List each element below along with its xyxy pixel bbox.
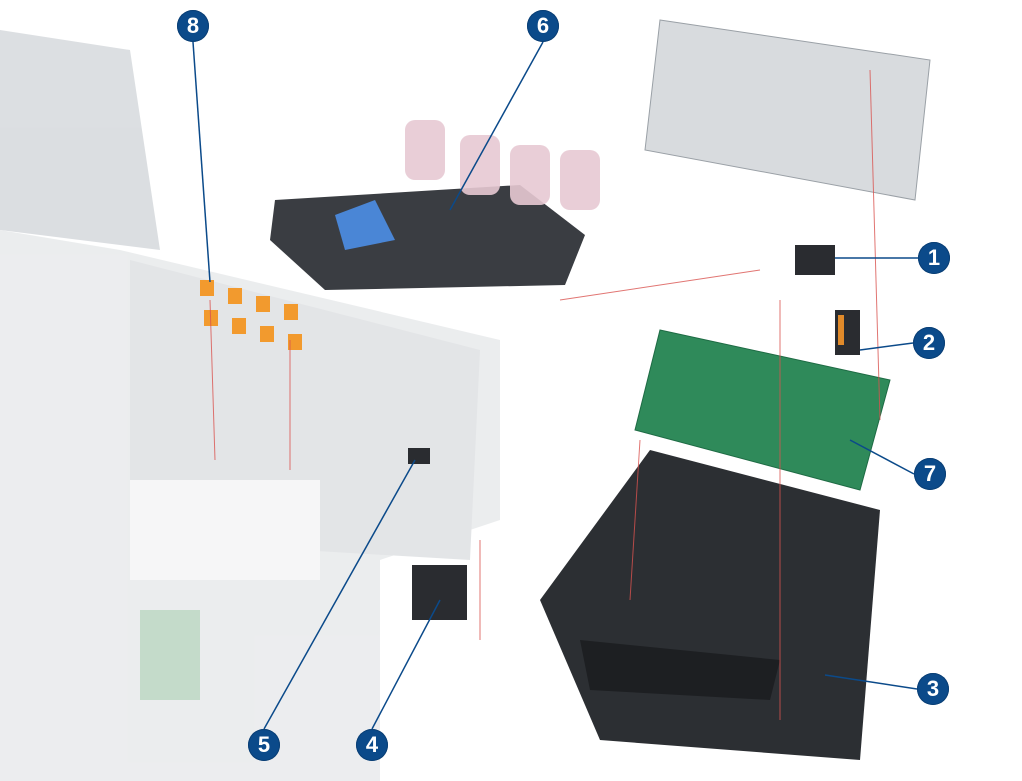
callout-3: 3 xyxy=(917,673,949,705)
callout-1: 1 xyxy=(918,242,950,274)
printer-background xyxy=(0,30,500,781)
callout-6: 6 xyxy=(527,10,559,42)
callout-5: 5 xyxy=(248,729,280,761)
callout-2: 2 xyxy=(913,327,945,359)
callout-8: 8 xyxy=(177,10,209,42)
callout-7: 7 xyxy=(914,458,946,490)
callout-4: 4 xyxy=(356,729,388,761)
